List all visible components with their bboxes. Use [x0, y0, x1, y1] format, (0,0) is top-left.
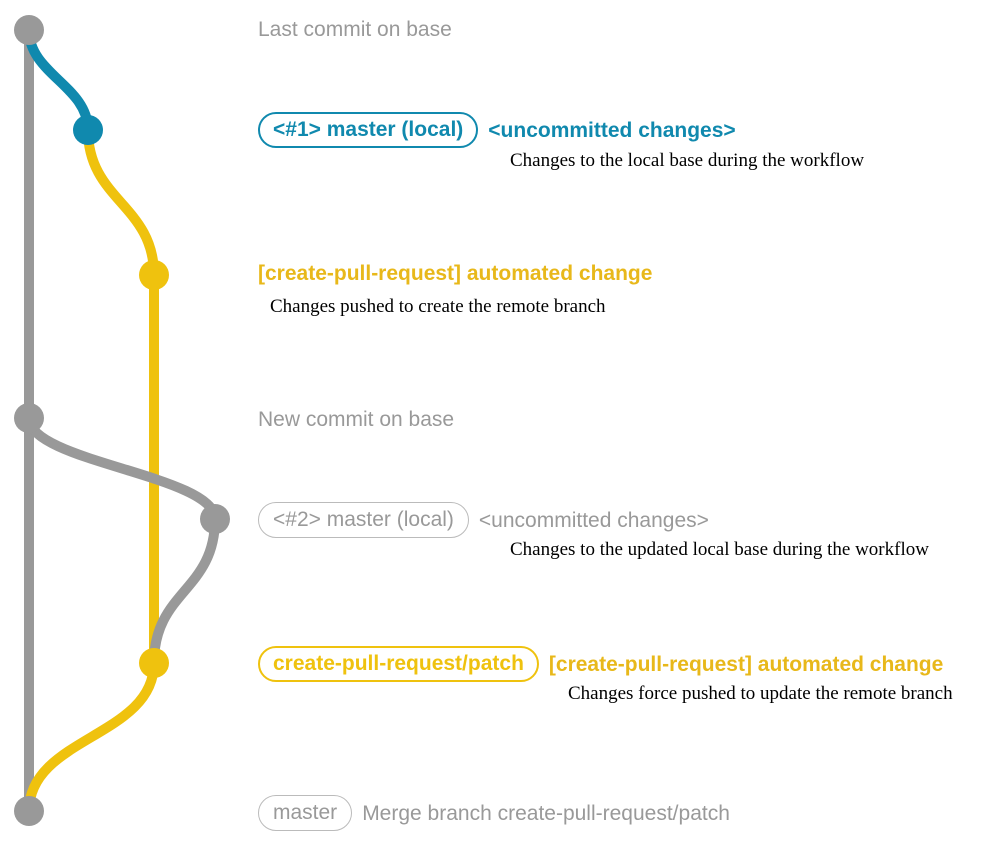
headline-last-commit-on-base: Last commit on base: [258, 18, 452, 41]
commit-node-patch-1[interactable]: [139, 260, 169, 290]
commit-subject-automated-change-2: [create-pull-request] automated change: [548, 652, 944, 676]
commit-subject-merge-branch: Merge branch create-pull-request/patch: [362, 801, 730, 825]
branch-badge-create-pull-request-patch[interactable]: create-pull-request/patch: [258, 646, 539, 682]
commit-node-base-merge[interactable]: [14, 796, 44, 826]
commit-description-automated-2: Changes force pushed to update the remot…: [568, 683, 953, 704]
commit-row-automated-change-1: [create-pull-request] automated change: [258, 261, 652, 286]
commit-description-local-1: Changes to the local base during the wor…: [510, 150, 865, 171]
commit-node-base-new[interactable]: [14, 403, 44, 433]
commit-subject-uncommitted-1: <uncommitted changes>: [488, 118, 736, 142]
branch-badge-master[interactable]: master: [258, 795, 353, 831]
commit-row-merge-branch: master Merge branch create-pull-request/…: [258, 795, 730, 831]
commit-subject-line: master Merge branch create-pull-request/…: [258, 795, 730, 831]
edge-patch-2-to-merge: [24, 658, 159, 816]
commit-row-automated-change-2: create-pull-request/patch [create-pull-r…: [258, 646, 943, 682]
edge-base-new-to-local-2: [24, 413, 220, 524]
commit-subject-line: <#2> master (local) <uncommitted changes…: [258, 502, 709, 538]
commit-node-patch-2[interactable]: [139, 648, 169, 678]
edge-local-2-to-patch-2: [149, 514, 220, 668]
commit-description-local-2: Changes to the updated local base during…: [510, 539, 929, 560]
commit-subject-automated-change-1: [create-pull-request] automated change: [258, 262, 653, 285]
commit-description-automated-1: Changes pushed to create the remote bran…: [270, 296, 606, 317]
commit-row-local-uncommitted-1: <#1> master (local) <uncommitted changes…: [258, 112, 736, 148]
commit-subject-uncommitted-2: <uncommitted changes>: [478, 508, 709, 532]
commit-node-base-last[interactable]: [14, 15, 44, 45]
commit-node-local-2[interactable]: [200, 504, 230, 534]
commit-row-local-uncommitted-2: <#2> master (local) <uncommitted changes…: [258, 502, 709, 538]
commit-subject-line: <#1> master (local) <uncommitted changes…: [258, 112, 736, 148]
edge-local-1-to-patch-1: [83, 125, 159, 280]
branch-badge-master-local-2[interactable]: <#2> master (local): [258, 502, 469, 538]
commit-subject-line: create-pull-request/patch [create-pull-r…: [258, 646, 943, 682]
commit-node-local-1[interactable]: [73, 115, 103, 145]
branch-badge-master-local-1[interactable]: <#1> master (local): [258, 112, 479, 148]
headline-new-commit-on-base: New commit on base: [258, 408, 455, 431]
